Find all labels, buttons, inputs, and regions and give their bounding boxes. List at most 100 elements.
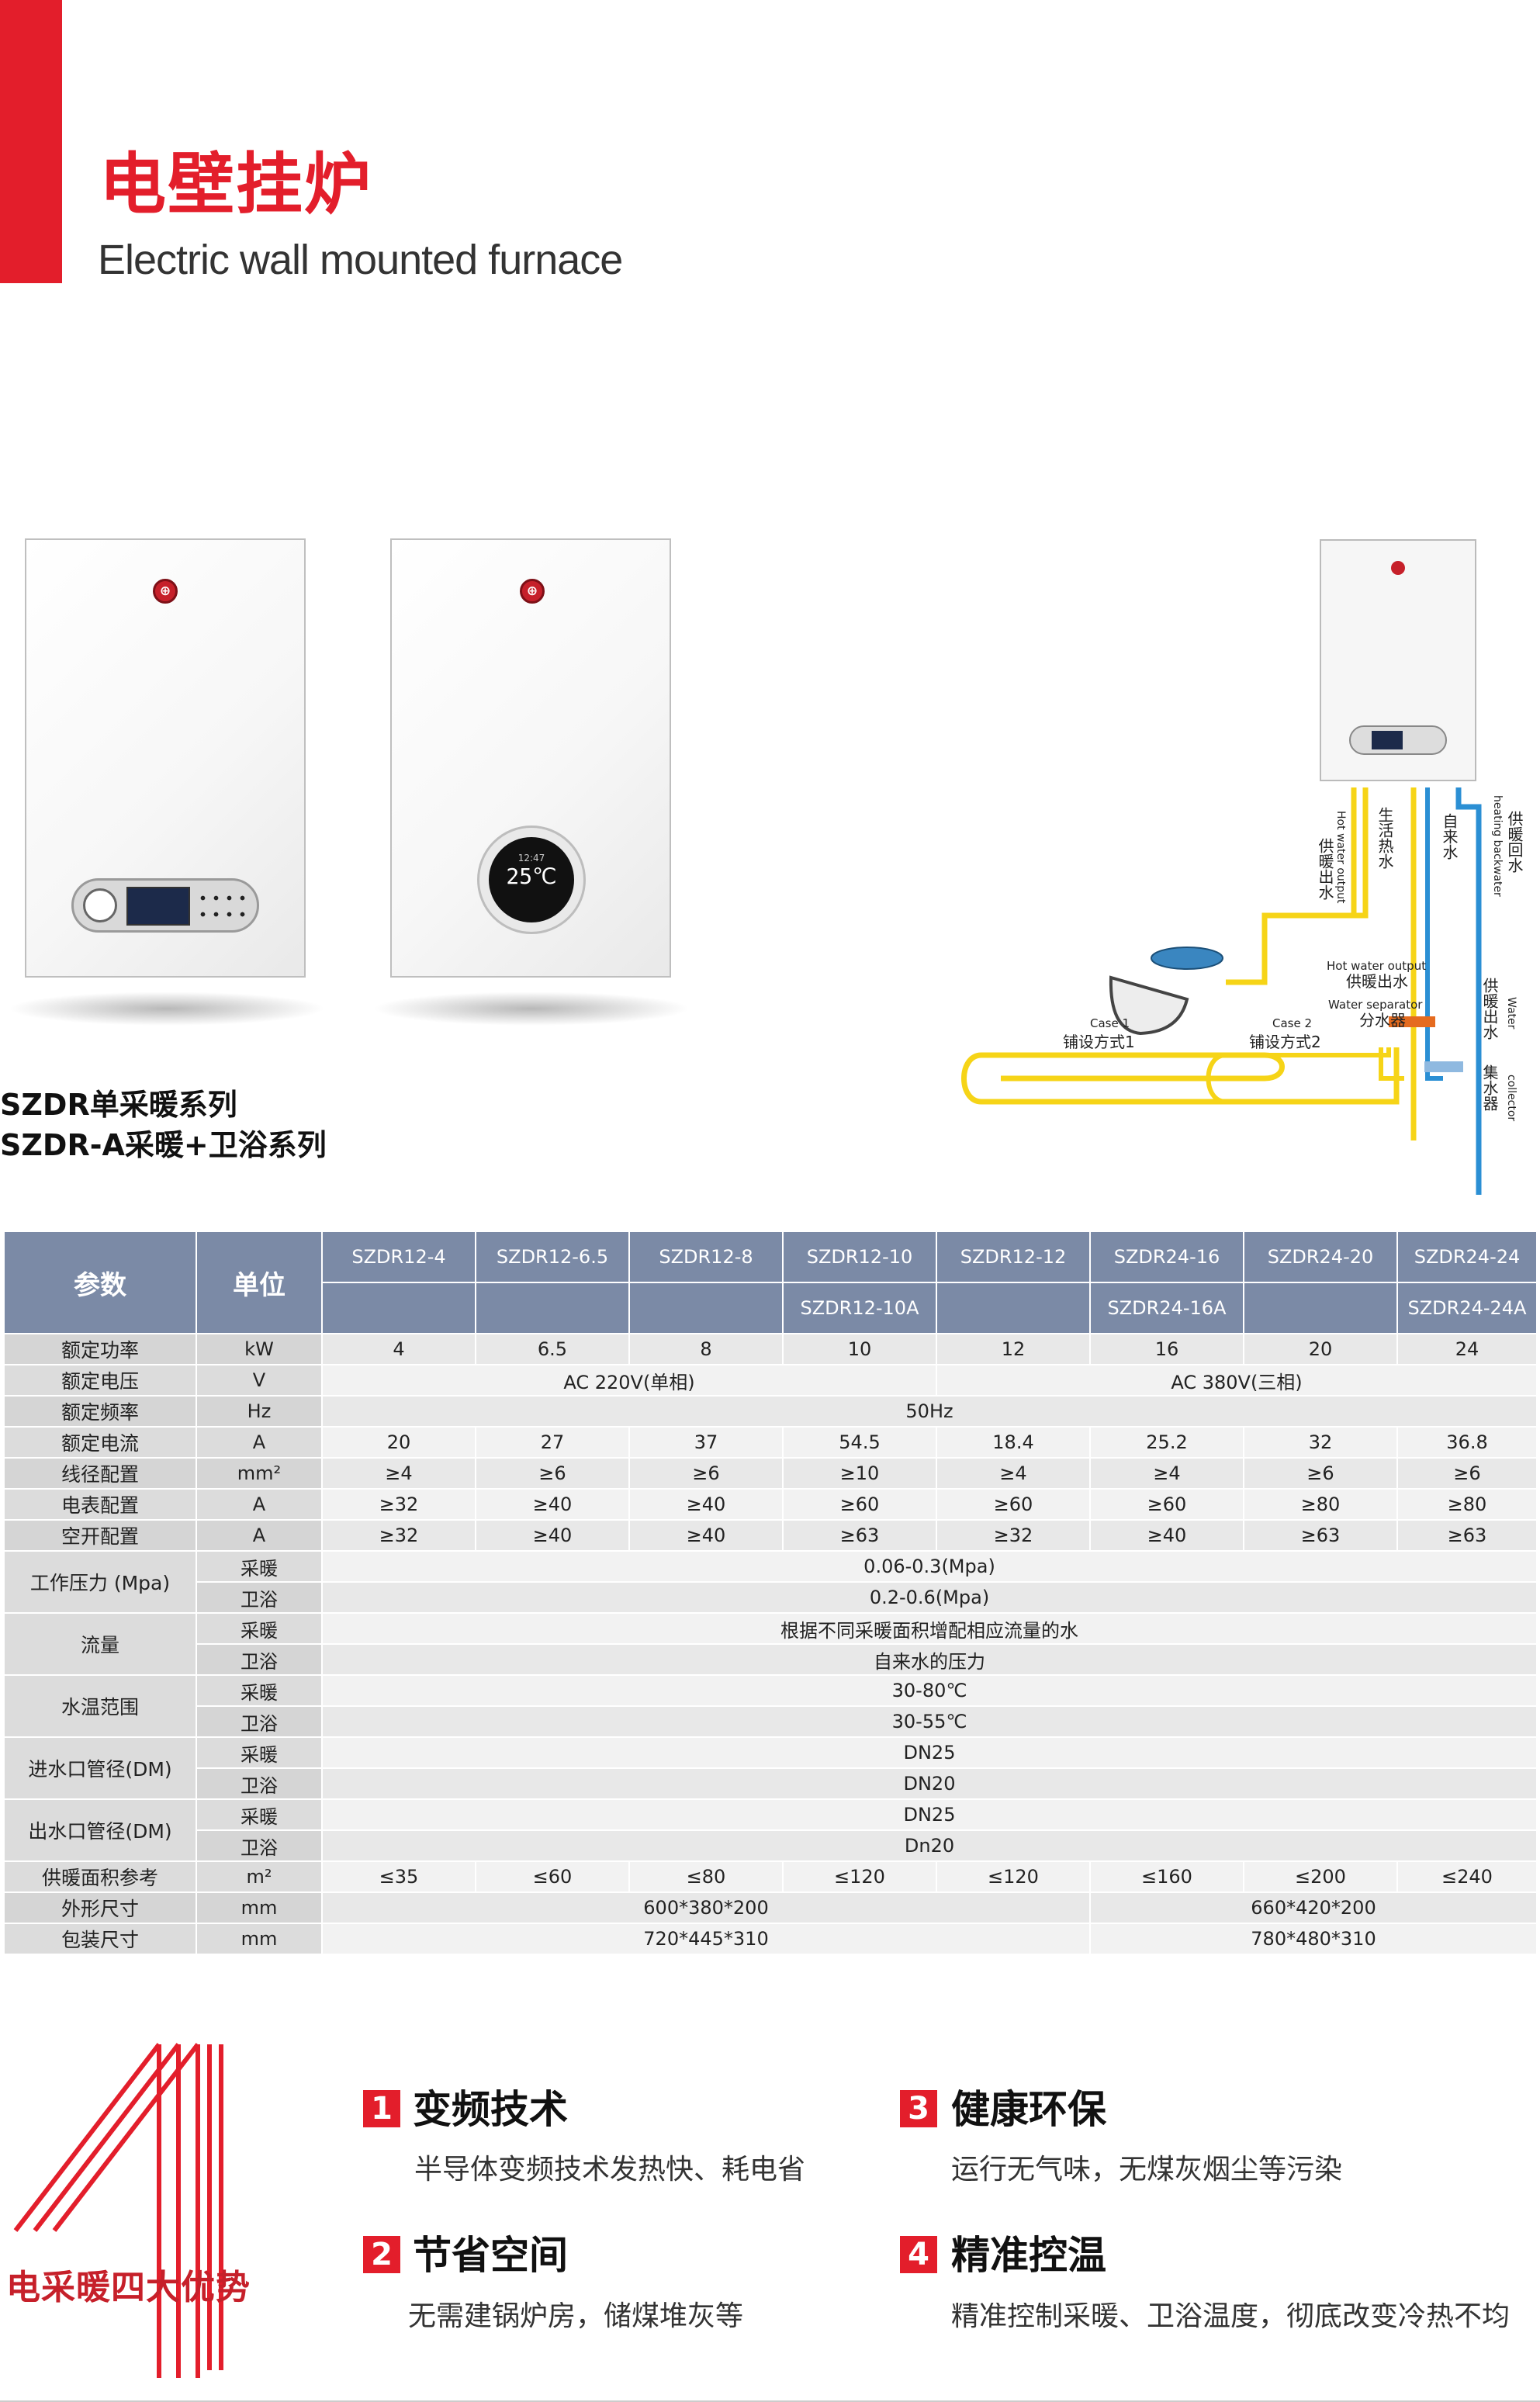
spec-table: 参数 单位 SZDR12-4 SZDR12-6.5 SZDR12-8 SZDR1… <box>3 1230 1538 1955</box>
round-control-panel: 12:47 25℃ <box>477 825 586 934</box>
table-cell: 18.4 <box>936 1426 1091 1459</box>
table-row-frequency: 额定频率 Hz 50Hz <box>3 1395 1538 1428</box>
advantage-desc: 精准控制采暖、卫浴温度，彻底改变冷热不均 <box>951 2303 1511 2331</box>
table-cell: 780*480*310 <box>1089 1923 1538 1955</box>
table-cell: AC 380V(三相) <box>936 1364 1538 1397</box>
row-label: 水温范围 <box>3 1674 197 1738</box>
table-row-meter: 电表配置 A ≥32 ≥40 ≥40 ≥60 ≥60 ≥60 ≥80 ≥80 <box>3 1488 1538 1521</box>
row-label: 外形尺寸 <box>3 1891 197 1924</box>
row-label: 出水口管径(DM) <box>3 1798 197 1862</box>
table-cell: 6.5 <box>475 1333 630 1365</box>
table-cell: ≥80 <box>1243 1488 1398 1521</box>
header-model: SZDR24-20 <box>1243 1230 1398 1283</box>
label-case2-en: Case 2 <box>1272 1016 1312 1030</box>
table-cell: ≤120 <box>936 1860 1091 1893</box>
label-domestic-hot-cn: 生活热水 <box>1376 807 1394 869</box>
pipe-floor-loop-2 <box>1206 1047 1404 1104</box>
divider <box>0 2400 1540 2402</box>
control-panel <box>71 878 259 933</box>
row-sub-label: 采暖 <box>196 1798 323 1831</box>
header-model: SZDR24-16 <box>1089 1230 1244 1283</box>
table-cell: ≥10 <box>782 1457 937 1490</box>
brand-logo-icon: ⊕ <box>153 579 178 604</box>
advantage-title: 变频技术 <box>413 2087 568 2132</box>
table-cell: 600*380*200 <box>321 1891 1091 1924</box>
table-cell: 37 <box>628 1426 784 1459</box>
header-model: SZDR12-8 <box>628 1230 784 1283</box>
row-label: 额定电压 <box>3 1364 197 1397</box>
page-subtitle: Electric wall mounted furnace <box>98 237 623 283</box>
table-cell: ≥32 <box>321 1488 476 1521</box>
row-sub-label: 卫浴 <box>196 1643 323 1676</box>
header-param: 参数 <box>3 1230 197 1334</box>
pipe-return <box>1425 787 1443 1081</box>
table-cell: AC 220V(单相) <box>321 1364 937 1397</box>
table-cell: ≥60 <box>782 1488 937 1521</box>
table-cell: ≥80 <box>1396 1488 1538 1521</box>
table-cell: ≥32 <box>936 1519 1091 1552</box>
table-cell: ≤80 <box>628 1860 784 1893</box>
header-model-a <box>628 1282 784 1334</box>
table-cell: 0.06-0.3(Mpa) <box>321 1550 1538 1583</box>
table-cell: ≥40 <box>628 1519 784 1552</box>
pressure-gauge-icon <box>83 888 117 922</box>
product-shadow <box>372 992 690 1026</box>
product-image-szdr-a: ⊕ 12:47 25℃ <box>390 538 671 978</box>
table-cell: 24 <box>1396 1333 1538 1365</box>
product-image-szdr: ⊕ <box>25 538 306 978</box>
table-cell: ≥63 <box>1396 1519 1538 1552</box>
header-model-a: SZDR24-24A <box>1396 1282 1538 1334</box>
label-case1-en: Case 1 <box>1090 1016 1130 1030</box>
table-cell: ≥63 <box>1243 1519 1398 1552</box>
header-model-a <box>321 1282 476 1334</box>
table-cell: ≤240 <box>1396 1860 1538 1893</box>
table-cell: 25.2 <box>1089 1426 1244 1459</box>
table-row-temp-bath: 卫浴 30-55℃ <box>4 1705 1538 1738</box>
table-cell: ≤160 <box>1089 1860 1244 1893</box>
row-unit: A <box>196 1426 323 1459</box>
brand-logo-icon <box>1391 561 1405 575</box>
table-cell: ≥4 <box>1089 1457 1244 1490</box>
row-sub-label: 采暖 <box>196 1674 323 1707</box>
table-cell: ≤35 <box>321 1860 476 1893</box>
row-label: 流量 <box>3 1612 197 1676</box>
row-label: 额定电流 <box>3 1426 197 1459</box>
row-label: 电表配置 <box>3 1488 197 1521</box>
table-row-area: 供暖面积参考 m² ≤35 ≤60 ≤80 ≤120 ≤120 ≤160 ≤20… <box>3 1860 1538 1893</box>
row-sub-label: 卫浴 <box>196 1829 323 1862</box>
row-sub-label: 采暖 <box>196 1550 323 1583</box>
header-model: SZDR24-24 <box>1396 1230 1538 1283</box>
table-row-flow-heat: 流量 采暖 根据不同采暖面积增配相应流量的水 <box>3 1612 1538 1676</box>
label-heating-backwater-en: heating backwater <box>1491 795 1504 897</box>
row-unit: A <box>196 1488 323 1521</box>
header-model-a <box>1243 1282 1398 1334</box>
display-time: 12:47 <box>517 853 545 864</box>
row-sub-label: 采暖 <box>196 1736 323 1769</box>
label-case1-cn: 铺设方式1 <box>1063 1033 1135 1051</box>
table-row-pressure-heat: 工作压力 (Mpa) 采暖 0.06-0.3(Mpa) <box>3 1550 1538 1614</box>
series-line-1: SZDR单采暖系列 <box>0 1088 237 1122</box>
series-line-2: SZDR-A采暖+卫浴系列 <box>0 1128 327 1162</box>
table-cell: ≥40 <box>475 1488 630 1521</box>
table-cell: 36.8 <box>1396 1426 1538 1459</box>
header-model-a: SZDR12-10A <box>782 1282 937 1334</box>
header-model: SZDR12-10 <box>782 1230 937 1283</box>
advantage-number: 4 <box>900 2236 937 2273</box>
row-unit: Hz <box>196 1395 323 1428</box>
row-unit: m² <box>196 1860 323 1893</box>
table-cell: 10 <box>782 1333 937 1365</box>
row-unit: A <box>196 1519 323 1552</box>
table-cell: ≤60 <box>475 1860 630 1893</box>
row-label: 供暖面积参考 <box>3 1860 197 1893</box>
table-cell: ≥60 <box>1089 1488 1244 1521</box>
table-cell: 54.5 <box>782 1426 937 1459</box>
table-row-inlet-bath: 卫浴 DN20 <box>4 1767 1538 1800</box>
pipe-heating-backwater <box>1455 787 1482 1195</box>
table-cell: 720*445*310 <box>321 1923 1091 1955</box>
row-label: 额定功率 <box>3 1333 197 1365</box>
table-cell: ≥6 <box>1396 1457 1538 1490</box>
label-output-en: Hot water output <box>1327 959 1426 973</box>
table-cell: DN20 <box>321 1767 1538 1800</box>
header-model-a <box>936 1282 1091 1334</box>
